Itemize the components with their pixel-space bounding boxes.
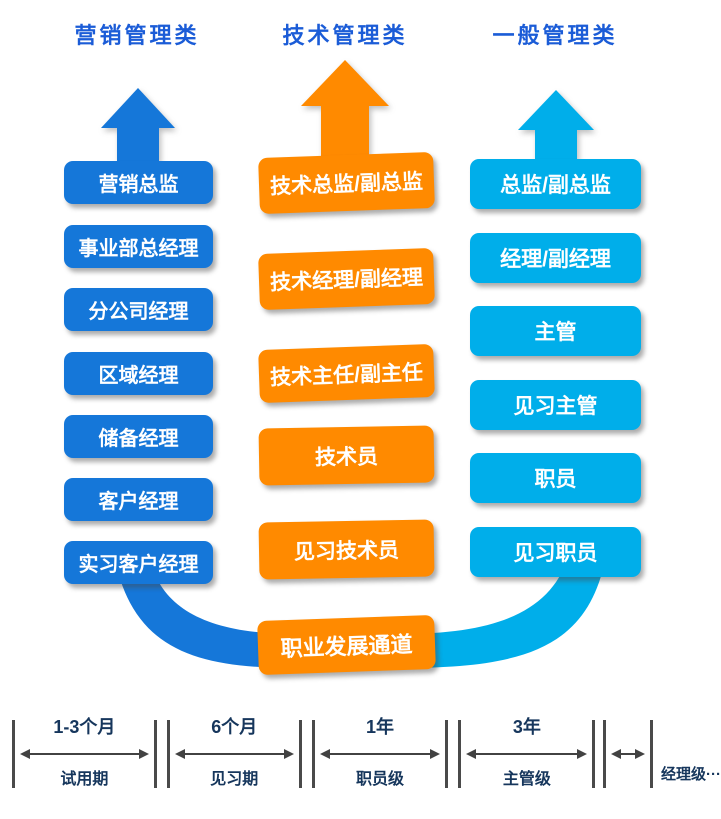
general-level-box: 经理/副经理 (470, 233, 641, 283)
technical-level-box: 技术总监/副总监 (258, 151, 435, 215)
timeline-duration: 6个月 (211, 717, 258, 737)
general-level-box: 职员 (470, 453, 641, 503)
general-level-box: 主管 (470, 306, 641, 356)
timeline-duration (611, 715, 645, 739)
timeline-segment-staff: 1年 职员级 (311, 712, 449, 794)
technical-level-box: 技术经理/副经理 (258, 247, 435, 311)
marketing-level-box: 储备经理 (64, 415, 213, 458)
marketing-level-box: 事业部总经理 (64, 225, 213, 268)
timeline-duration: 1-3个月 (53, 717, 116, 737)
double-arrow-icon (20, 748, 149, 760)
column-header-technical: 技术管理类 (282, 23, 408, 48)
career-channel-box: 职业发展通道 (257, 614, 436, 676)
marketing-level-box: 营销总监 (64, 161, 213, 204)
marketing-level-box: 区域经理 (64, 352, 213, 395)
timeline-level: 见习期 (210, 771, 259, 788)
arrow-stem (535, 130, 577, 160)
timeline-duration: 3年 (512, 717, 541, 737)
marketing-level-box: 实习客户经理 (64, 541, 213, 584)
timeline-segment-supervisor: 3年 主管级 (458, 712, 596, 794)
technical-level-box: 技术员 (258, 425, 435, 486)
marketing-level-box: 客户经理 (64, 478, 213, 521)
general-level-box: 见习职员 (470, 527, 641, 577)
column-header-general: 一般管理类 (492, 23, 618, 48)
timeline-level: 经理级··· (660, 766, 721, 783)
timeline-level-spacer (611, 769, 645, 791)
general-level-box: 见习主管 (470, 380, 641, 430)
arrow-head (518, 90, 594, 130)
double-arrow-icon (174, 748, 294, 760)
up-arrow-icon-marketing (101, 88, 175, 162)
marketing-level-box: 分公司经理 (64, 288, 213, 331)
arrow-head (101, 88, 175, 128)
arrow-stem (117, 128, 159, 162)
technical-level-box: 技术主任/副主任 (258, 343, 435, 404)
timeline-segment-trainee: 6个月 见习期 (166, 712, 302, 794)
double-arrow-icon (611, 748, 645, 760)
general-level-box: 总监/副总监 (470, 159, 641, 209)
double-arrow-icon (466, 748, 588, 760)
timeline-level: 职员级 (356, 771, 405, 788)
timeline: 1-3个月 试用期 6个月 见习期 1年 职员级 3年 主管级 经理级··· (0, 712, 721, 794)
timeline-segment-probation: 1-3个月 试用期 (12, 712, 157, 794)
column-header-marketing: 营销管理类 (74, 23, 200, 48)
arrow-stem (321, 106, 369, 157)
arrow-head (301, 60, 389, 106)
up-arrow-icon-general (518, 90, 594, 160)
timeline-segment-manager (603, 712, 653, 794)
timeline-level: 试用期 (60, 771, 109, 788)
timeline-level: 主管级 (502, 771, 551, 788)
timeline-duration: 1年 (366, 717, 395, 737)
up-arrow-icon-technical (301, 60, 389, 157)
double-arrow-icon (319, 748, 441, 760)
technical-level-box: 见习技术员 (258, 519, 435, 580)
